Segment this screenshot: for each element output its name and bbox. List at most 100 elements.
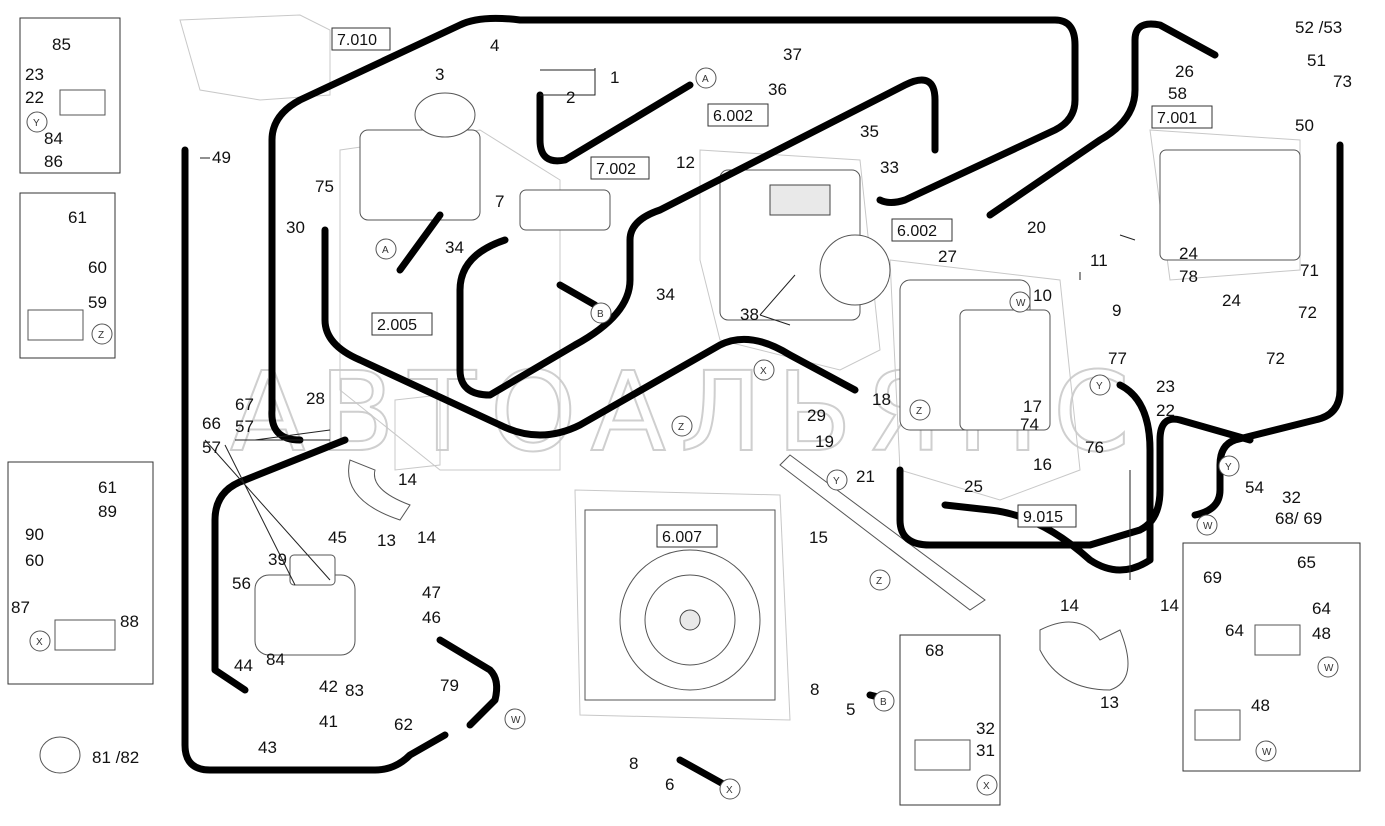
svg-text:X: X [36, 637, 43, 648]
label-24a: 24 [1179, 244, 1198, 263]
ref-7002: 7.002 [596, 161, 636, 178]
label-15: 15 [809, 528, 828, 547]
label-34b: 34 [656, 285, 675, 304]
label-14b: 14 [417, 528, 436, 547]
ref-box-7010 [331, 27, 391, 51]
label-41: 41 [319, 712, 338, 731]
label-8a: 8 [810, 680, 819, 699]
circle-marker: Z [869, 569, 891, 591]
ref-box-6002-a [707, 103, 769, 127]
label-60: 60 [88, 258, 107, 277]
hose-lines [181, 14, 1344, 789]
svg-text:Z: Z [916, 406, 922, 417]
label-69: 69 [1203, 568, 1222, 587]
label-71: 71 [1300, 261, 1319, 280]
label-12: 12 [676, 153, 695, 172]
svg-text:Z: Z [678, 422, 684, 433]
circle-marker: X [753, 359, 775, 381]
label-65: 65 [1297, 553, 1316, 572]
label-22b: 22 [1156, 401, 1175, 420]
ref-box-2005 [371, 312, 433, 336]
label-2: 2 [566, 88, 575, 107]
label-60b: 60 [25, 551, 44, 570]
label-66: 66 [202, 414, 221, 433]
label-61: 61 [68, 208, 87, 227]
svg-text:Z: Z [98, 330, 104, 341]
ref-box-9015 [1017, 504, 1077, 528]
circle-marker: B [590, 302, 612, 324]
label-13a: 13 [377, 531, 396, 550]
svg-text:W: W [1016, 298, 1026, 309]
svg-text:X: X [760, 366, 767, 377]
ref-9015: 9.015 [1023, 509, 1063, 526]
label-50: 50 [1295, 116, 1314, 135]
label-14d: 14 [1160, 596, 1179, 615]
label-62: 62 [394, 715, 413, 734]
svg-text:X: X [983, 781, 990, 792]
label-44: 44 [234, 656, 253, 675]
label-7: 7 [495, 192, 504, 211]
label-86: 86 [44, 152, 63, 171]
connection-markers: A B A B Y Z X W Y Z X W Y Z X W W X Y W … [26, 67, 1339, 800]
label-33: 33 [880, 158, 899, 177]
label-68-69: 68/ 69 [1275, 509, 1322, 528]
circle-marker: X [29, 630, 51, 652]
label-87: 87 [11, 598, 30, 617]
svg-text:W: W [511, 715, 521, 726]
svg-text:Y: Y [833, 476, 840, 487]
svg-text:A: A [382, 245, 389, 256]
svg-text:Z: Z [876, 576, 882, 587]
ref-6002-b: 6.002 [897, 223, 937, 240]
label-17: 17 [1023, 397, 1042, 416]
label-26: 26 [1175, 62, 1194, 81]
label-14c: 14 [1060, 596, 1079, 615]
label-88: 88 [120, 612, 139, 631]
label-24b: 24 [1222, 291, 1241, 310]
circle-marker: Y [1089, 374, 1111, 396]
circle-marker: Y [1218, 455, 1240, 477]
label-61b: 61 [98, 478, 117, 497]
ref-box-7002 [590, 156, 650, 180]
label-11: 11 [1090, 251, 1108, 270]
label-72a: 72 [1298, 303, 1317, 322]
label-14a: 14 [398, 470, 417, 489]
label-83: 83 [345, 681, 364, 700]
label-52-53: 52 /53 [1295, 18, 1342, 37]
circle-marker: Z [91, 323, 113, 345]
label-39: 39 [268, 550, 287, 569]
label-5: 5 [846, 700, 855, 719]
label-13b: 13 [1100, 693, 1119, 712]
label-85: 85 [52, 35, 71, 54]
label-23: 23 [25, 65, 44, 84]
label-27: 27 [938, 247, 957, 266]
label-58: 58 [1168, 84, 1187, 103]
circle-marker: Y [826, 469, 848, 491]
label-68: 68 [925, 641, 944, 660]
circle-marker: W [1009, 291, 1031, 313]
label-73: 73 [1333, 72, 1352, 91]
label-56: 56 [232, 574, 251, 593]
label-42: 42 [319, 677, 338, 696]
svg-text:A: A [702, 74, 709, 85]
label-6: 6 [665, 775, 674, 794]
label-16: 16 [1033, 455, 1052, 474]
circle-marker: W [1317, 656, 1339, 678]
label-74: 74 [1020, 415, 1039, 434]
label-59: 59 [88, 293, 107, 312]
label-81-82: 81 /82 [92, 748, 139, 767]
label-3: 3 [435, 65, 444, 84]
label-45: 45 [328, 528, 347, 547]
label-10: 10 [1033, 286, 1052, 305]
label-57a: 57 [235, 417, 254, 436]
label-1: 1 [610, 68, 619, 87]
ref-box-6007 [656, 524, 718, 548]
label-90: 90 [25, 525, 44, 544]
label-23b: 23 [1156, 377, 1175, 396]
svg-text:Y: Y [1096, 381, 1103, 392]
circle-marker: B [873, 690, 895, 712]
label-89: 89 [98, 502, 117, 521]
label-20: 20 [1027, 218, 1046, 237]
circle-marker: W [1196, 514, 1218, 536]
ref-6007: 6.007 [662, 529, 702, 546]
part-labels: 85 23 22 84 86 61 60 59 61 89 90 60 87 8… [11, 18, 1352, 794]
